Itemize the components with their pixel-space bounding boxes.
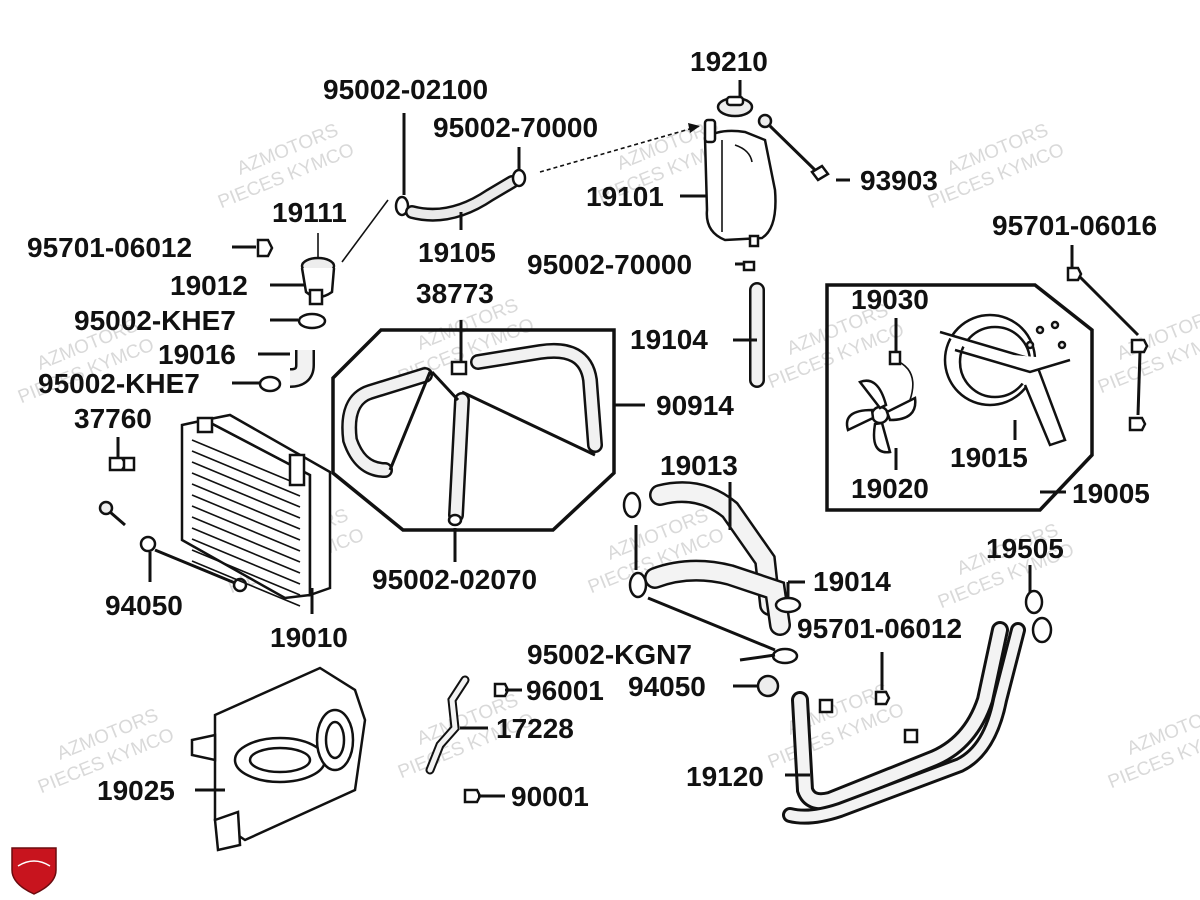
label-95002-70000-a[interactable]: 95002-70000 bbox=[433, 112, 598, 143]
label-95701-06012-a[interactable]: 95701-06012 bbox=[27, 232, 192, 263]
hose-kit-frame bbox=[331, 328, 616, 532]
label-95002-khe7-a[interactable]: 95002-KHE7 bbox=[74, 305, 236, 336]
label-38773[interactable]: 38773 bbox=[416, 278, 494, 309]
label-19111[interactable]: 19111 bbox=[272, 197, 347, 228]
part-labels: 19210 95002-02100 95002-70000 93903 1910… bbox=[27, 46, 1157, 812]
label-19016[interactable]: 19016 bbox=[158, 339, 236, 370]
coolant-reservoir bbox=[703, 118, 777, 248]
label-95701-06012-b[interactable]: 95701-06012 bbox=[797, 613, 962, 644]
radiator-fin bbox=[191, 505, 301, 552]
thermostat-housing bbox=[300, 233, 336, 306]
coolant-pipe-19120 bbox=[782, 621, 1026, 825]
label-95002-70000-b[interactable]: 95002-70000 bbox=[527, 249, 692, 280]
clamp-khe7-b bbox=[258, 375, 282, 393]
radiator-fin bbox=[191, 461, 301, 508]
label-94050-a[interactable]: 94050 bbox=[105, 590, 183, 621]
label-19005[interactable]: 19005 bbox=[1072, 478, 1150, 509]
leader-lines bbox=[116, 80, 1074, 798]
fan-assembly bbox=[845, 313, 1071, 454]
bolts-95701-06016 bbox=[1066, 266, 1149, 432]
reservoir-cap bbox=[716, 95, 754, 118]
temp-sensor-37760 bbox=[108, 456, 136, 472]
washer-94050-b bbox=[756, 674, 780, 698]
label-93903[interactable]: 93903 bbox=[860, 165, 938, 196]
azmotors-logo bbox=[11, 847, 57, 895]
routing-arrowhead bbox=[688, 123, 700, 133]
label-95002-kgn7[interactable]: 95002-KGN7 bbox=[527, 639, 692, 670]
label-19120[interactable]: 19120 bbox=[686, 761, 764, 792]
radiator-fin bbox=[191, 527, 301, 574]
label-95002-02100[interactable]: 95002-02100 bbox=[323, 74, 488, 105]
radiator-19010 bbox=[180, 413, 332, 607]
label-19505[interactable]: 19505 bbox=[986, 533, 1064, 564]
radiator-fin bbox=[191, 439, 301, 486]
elbow-hose-19016 bbox=[289, 350, 315, 388]
radiator-fin bbox=[191, 549, 301, 596]
label-96001[interactable]: 96001 bbox=[526, 675, 604, 706]
clamp-19505 bbox=[1024, 589, 1053, 644]
fan-assembly-frame bbox=[825, 283, 1094, 512]
label-19013[interactable]: 19013 bbox=[660, 450, 738, 481]
label-19104[interactable]: 19104 bbox=[630, 324, 708, 355]
label-37760[interactable]: 37760 bbox=[74, 403, 152, 434]
label-90001[interactable]: 90001 bbox=[511, 781, 589, 812]
radiator-fin bbox=[191, 483, 301, 530]
hose-19104 bbox=[742, 260, 765, 388]
label-17228[interactable]: 17228 bbox=[496, 713, 574, 744]
radiator-fin bbox=[191, 538, 301, 585]
screw-93903 bbox=[757, 113, 830, 182]
radiator-fin bbox=[191, 472, 301, 519]
hoses-19013-19014 bbox=[622, 481, 802, 665]
bracket-17228 bbox=[425, 675, 510, 804]
label-19020[interactable]: 19020 bbox=[851, 473, 929, 504]
leader-19111-link bbox=[341, 199, 389, 263]
label-94050-b[interactable]: 94050 bbox=[628, 671, 706, 702]
radiator-fin bbox=[191, 450, 301, 497]
radiator-fin bbox=[191, 494, 301, 541]
bolt-95701-06012-b bbox=[874, 690, 891, 706]
label-19210[interactable]: 19210 bbox=[690, 46, 768, 77]
radiator-fin bbox=[191, 560, 301, 607]
label-95701-06016[interactable]: 95701-06016 bbox=[992, 210, 1157, 241]
label-19030[interactable]: 19030 bbox=[851, 284, 929, 315]
bolt-95701-06012-a bbox=[256, 238, 274, 258]
radiator-cover-19025 bbox=[190, 666, 367, 852]
clamp-khe7-a bbox=[297, 312, 327, 330]
label-19012[interactable]: 19012 bbox=[170, 270, 248, 301]
clamp-95002-02100 bbox=[394, 195, 410, 217]
label-19014[interactable]: 19014 bbox=[813, 566, 891, 597]
label-95002-khe7-b[interactable]: 95002-KHE7 bbox=[38, 368, 200, 399]
label-90914[interactable]: 90914 bbox=[656, 390, 734, 421]
label-19015[interactable]: 19015 bbox=[950, 442, 1028, 473]
label-19025[interactable]: 19025 bbox=[97, 775, 175, 806]
radiator-fin bbox=[191, 516, 301, 563]
label-19010[interactable]: 19010 bbox=[270, 622, 348, 653]
hose-kit-90914-contents bbox=[341, 342, 603, 527]
label-19105[interactable]: 19105 bbox=[418, 237, 496, 268]
label-95002-02070[interactable]: 95002-02070 bbox=[372, 564, 537, 595]
hose-19105 bbox=[405, 168, 527, 222]
label-19101[interactable]: 19101 bbox=[586, 181, 664, 212]
